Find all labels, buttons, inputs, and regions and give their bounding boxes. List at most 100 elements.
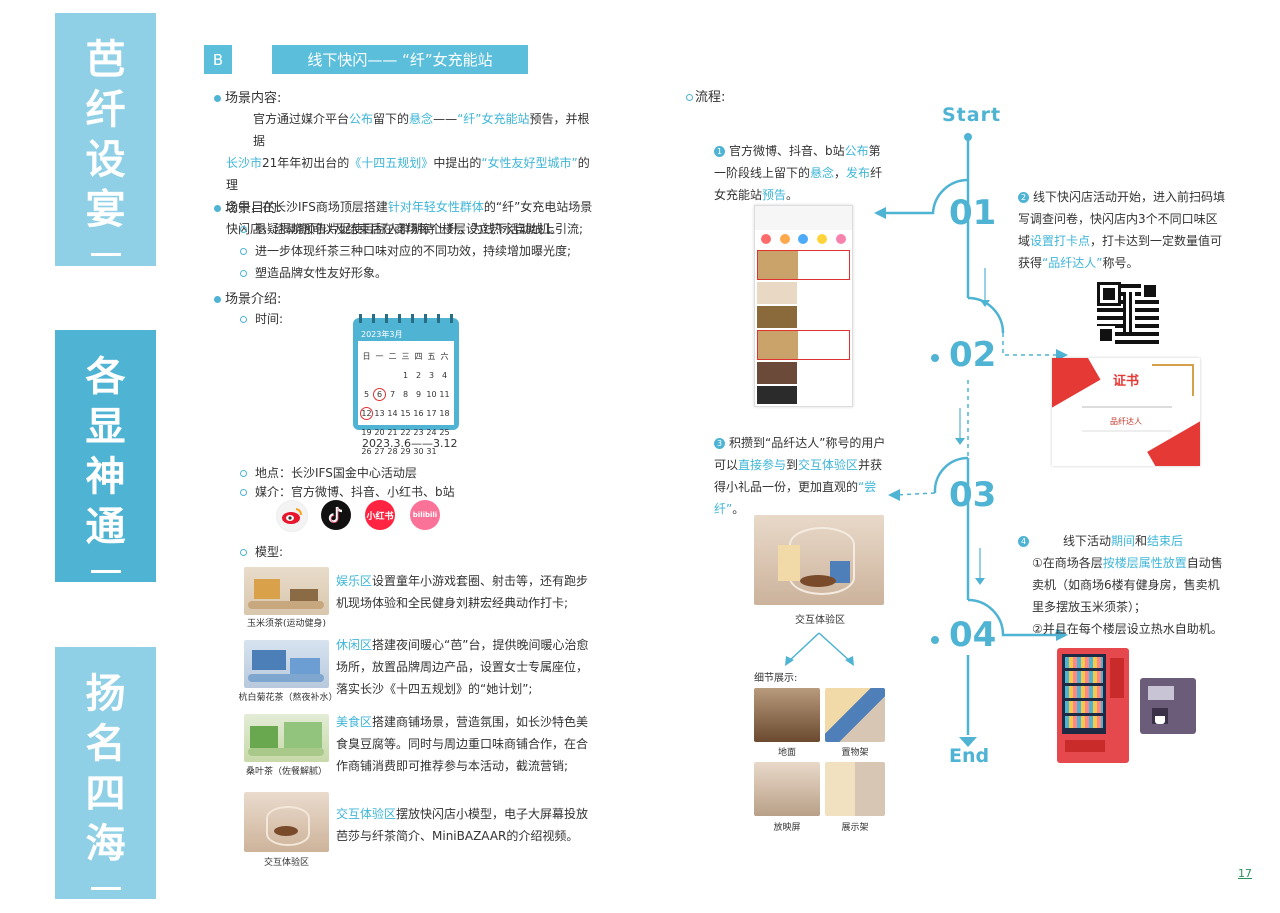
sidebar-char: 纤 bbox=[85, 87, 126, 133]
qr-code-icon bbox=[1097, 282, 1159, 344]
bilibili-icon: bilibili bbox=[410, 500, 440, 530]
calendar-day: 28 bbox=[387, 447, 398, 456]
sidebar-char: 四 bbox=[85, 771, 126, 817]
calendar-day: 25 bbox=[439, 428, 450, 437]
model-desc: 美食区搭建商铺场景，营造氛围，如长沙特色美食臭豆腐等。同时与周边重口味商铺合作，… bbox=[336, 715, 589, 773]
calendar-day: 14 bbox=[387, 409, 398, 418]
sidebar-char: 海 bbox=[85, 821, 126, 867]
bullet-icon bbox=[214, 95, 221, 102]
step-number: 03 bbox=[949, 475, 997, 515]
detail-image-screen bbox=[754, 762, 820, 816]
scene-goal-list: 悬疑揭晓预告片促使目标人群期待上升，为线下活动线上引流; 进一步体现纤茶三种口味… bbox=[240, 218, 600, 284]
calendar-day: 2 bbox=[415, 371, 422, 380]
model-caption: 桑叶茶（佐餐解腻） bbox=[245, 767, 327, 777]
sidebar-char: 宴 bbox=[85, 187, 126, 233]
sidebar-char: 设 bbox=[85, 137, 126, 183]
calendar-day: 8 bbox=[402, 390, 409, 399]
detail-caption: 置物架 bbox=[841, 748, 869, 758]
section-title: 线下快闪—— “纤”女充能站 bbox=[272, 45, 528, 74]
vending-machine-icon bbox=[1057, 648, 1129, 763]
calendar-day: 13 bbox=[374, 409, 385, 418]
model-desc: 休闲区搭建夜间暖心“芭”台，提供晚间暖心治愈场所，放置品牌周边产品，设置女士专属… bbox=[336, 638, 589, 696]
model-desc: 娱乐区设置童年小游戏套圈、射击等，还有跑步机现场体验和全民健身刘耕宏经典动作打卡… bbox=[336, 574, 589, 610]
sidebar-char: 显 bbox=[85, 404, 126, 450]
calendar-day: 11 bbox=[439, 390, 450, 399]
sidebar-block-1: 芭 纤 设 宴 bbox=[55, 13, 156, 266]
list-item: 悬疑揭晓预告片促使目标人群期待上升，为线下活动线上引流; bbox=[240, 218, 600, 240]
interactive-zone-image bbox=[754, 515, 884, 605]
calendar-day: 27 bbox=[374, 447, 385, 456]
list-item: 进一步体现纤茶三种口味对应的不同功效，持续增加曝光度; bbox=[240, 240, 600, 262]
hot-water-machine-icon bbox=[1140, 678, 1196, 734]
sidebar-char: 神 bbox=[85, 454, 126, 500]
calendar-day: 19 bbox=[361, 428, 372, 437]
time-label: 时间: bbox=[240, 308, 283, 330]
calendar-day: 23 bbox=[413, 428, 424, 437]
calendar-day: 5 bbox=[363, 390, 370, 399]
model-image-leisure bbox=[244, 640, 329, 688]
detail-caption: 展示架 bbox=[841, 823, 869, 833]
bullet-icon bbox=[214, 205, 221, 212]
model-image-food bbox=[244, 714, 329, 762]
list-item: 塑造品牌女性友好形象。 bbox=[240, 262, 600, 284]
step-number: 01 bbox=[949, 193, 997, 233]
sidebar-char: 名 bbox=[85, 721, 126, 767]
calendar-month: 2023年3月 bbox=[361, 330, 403, 339]
flow-start: Start bbox=[942, 104, 1002, 126]
calendar-day: 7 bbox=[389, 390, 396, 399]
detail-caption: 地面 bbox=[777, 748, 796, 758]
scene-content-heading: 场景内容: bbox=[214, 88, 281, 110]
divider bbox=[90, 253, 121, 256]
model-caption: 杭白菊花茶（熬夜补水） bbox=[238, 693, 338, 703]
model-image-entertainment bbox=[244, 567, 329, 615]
flow-heading: 流程: bbox=[686, 87, 725, 109]
model-caption: 玉米须茶(运动健身) bbox=[246, 619, 327, 629]
calendar-day: 9 bbox=[415, 390, 422, 399]
calendar-day: 29 bbox=[400, 447, 411, 456]
calendar-day: 22 bbox=[400, 428, 411, 437]
calendar-weekdays: 日一二三四五六 bbox=[362, 352, 449, 361]
bullet-icon bbox=[214, 296, 221, 303]
certificate: 证书 品纤达人 bbox=[1052, 358, 1200, 466]
media-text: 媒介：官方微博、抖音、小红书、b站 bbox=[240, 481, 455, 503]
section-badge: B bbox=[204, 45, 232, 74]
detail-label: 细节展示: bbox=[754, 673, 798, 684]
certificate-name: 品纤达人 bbox=[1110, 417, 1142, 426]
calendar-day: 17 bbox=[426, 409, 437, 418]
calendar-day: 12 bbox=[360, 407, 373, 420]
calendar-day: 6 bbox=[373, 388, 386, 401]
interactive-caption: 交互体验区 bbox=[795, 615, 845, 626]
model-desc: 交互体验区摆放快闪店小模型，电子大屏幕投放芭莎与纤茶简介、MiniBAZAAR的… bbox=[336, 807, 589, 843]
sidebar-char: 各 bbox=[85, 354, 126, 400]
place-text: 地点：长沙IFS国金中心活动层 bbox=[240, 462, 417, 484]
page-number: 17 bbox=[1238, 867, 1252, 880]
calendar-day: 30 bbox=[413, 447, 424, 456]
calendar-day: 15 bbox=[400, 409, 411, 418]
calendar-day: 4 bbox=[441, 371, 448, 380]
calendar-day: 20 bbox=[374, 428, 385, 437]
scene-goal-heading: 场景目的: bbox=[214, 198, 281, 220]
sidebar-block-2: 各 显 神 通 bbox=[55, 330, 156, 582]
sidebar-char: 扬 bbox=[85, 671, 126, 717]
detail-caption: 放映屏 bbox=[773, 823, 801, 833]
weibo-icon bbox=[276, 500, 308, 532]
detail-image-floor bbox=[754, 688, 820, 742]
calendar-day: 10 bbox=[426, 390, 437, 399]
douyin-icon bbox=[321, 500, 351, 530]
divider bbox=[90, 570, 121, 573]
calendar-day: 31 bbox=[426, 447, 437, 456]
calendar-day: 16 bbox=[413, 409, 424, 418]
model-image-interactive bbox=[244, 792, 329, 852]
date-range: 2023.3.6——3.12 bbox=[362, 437, 458, 450]
scene-intro-heading: 场景介绍: bbox=[214, 289, 281, 311]
